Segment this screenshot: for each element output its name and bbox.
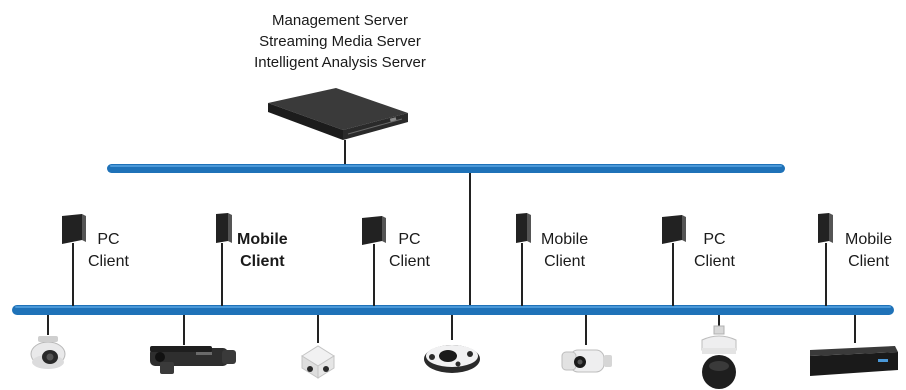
server-label-management: Management Server [272, 12, 408, 29]
server-label-analysis: Intelligent Analysis Server [254, 54, 426, 71]
client-label-3: PC Client [389, 229, 430, 273]
client-label-2: Mobile Client [237, 229, 288, 273]
client-label-4: Mobile Client [541, 229, 588, 273]
client-label-6-line2: Client [848, 253, 890, 270]
bottom-network-bus [12, 305, 894, 315]
server-label-streaming: Streaming Media Server [259, 33, 421, 50]
client-label-2-line1: Mobile [237, 231, 288, 248]
client-label-3-line2: Client [389, 253, 430, 270]
fisheye-camera-icon [424, 345, 480, 373]
client-label-4-line1: Mobile [541, 231, 589, 248]
client-label-5-line2: Client [694, 253, 735, 270]
client-label-3-line1: PC [398, 231, 421, 248]
top-network-bus [107, 164, 785, 173]
server-rack-icon [268, 88, 408, 140]
client-phone-icon-6 [818, 213, 833, 306]
client-monitor-icon-1 [62, 214, 86, 306]
client-label-1-line2: Client [88, 253, 129, 270]
client-label-4-line2: Client [544, 253, 586, 270]
nvr-recorder-icon [810, 346, 898, 376]
box-camera-icon [561, 349, 612, 373]
client-monitor-icon-3 [362, 216, 386, 306]
client-label-6: Mobile Client [845, 229, 892, 273]
dome-camera-icon [30, 336, 66, 369]
client-label-2-line2: Client [240, 253, 285, 270]
client-label-1: PC Client [88, 229, 129, 273]
client-phone-icon-4 [516, 213, 531, 306]
ptz-camera-icon [701, 325, 737, 389]
client-phone-icon-2 [216, 213, 232, 306]
mini-dome-camera-icon [301, 345, 335, 379]
client-label-5: PC Client [694, 229, 735, 273]
client-label-6-line1: Mobile [845, 231, 893, 248]
client-label-5-line1: PC [703, 231, 726, 248]
client-monitor-icon-5 [662, 215, 686, 306]
client-label-1-line1: PC [97, 231, 120, 248]
bullet-camera-icon [150, 346, 236, 374]
